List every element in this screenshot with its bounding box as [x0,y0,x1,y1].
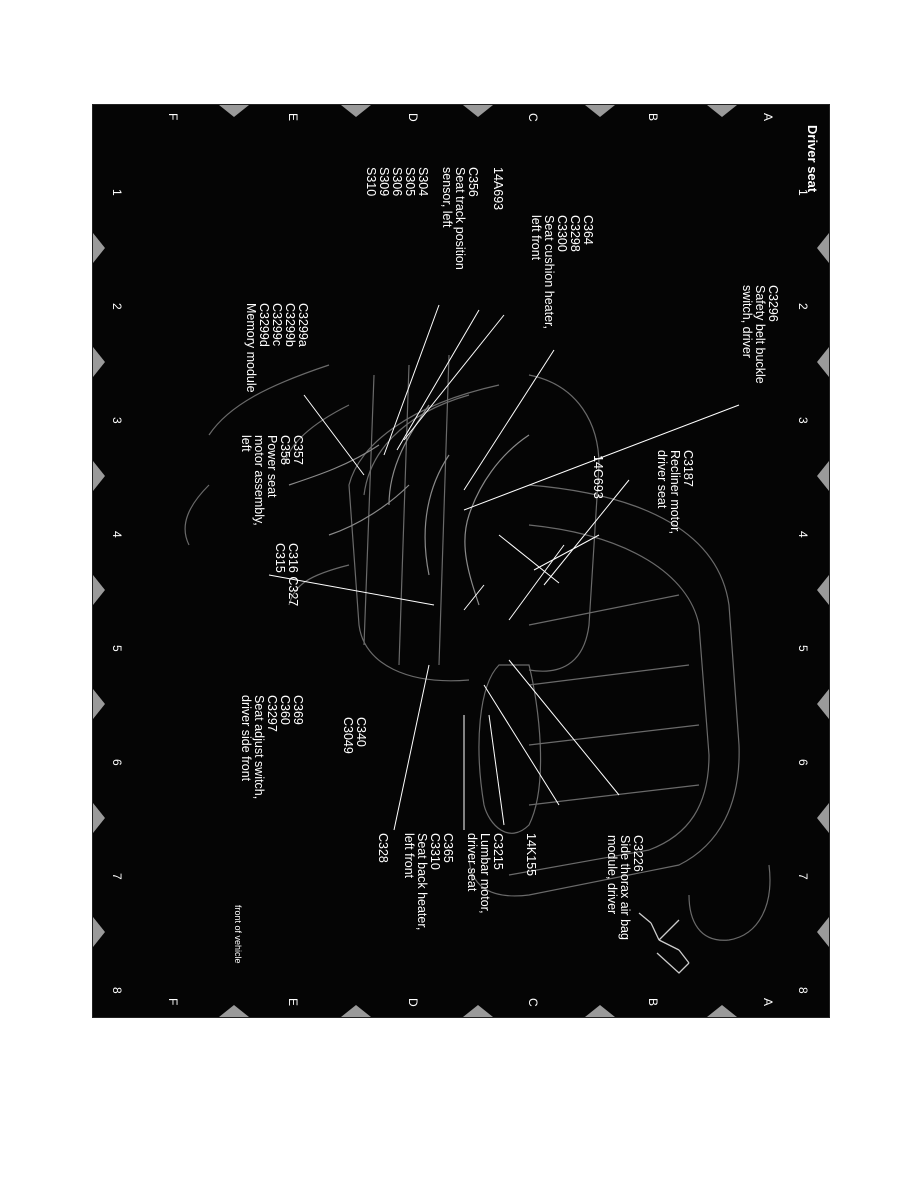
grid-col-top-5: 5 [796,645,810,652]
grid-col-bottom-1: 1 [110,189,124,196]
leader-lines [268,304,740,831]
grid-col-top-4: 4 [796,531,810,538]
grid-row-left-d: D [406,113,420,122]
diagram-frame: Driver seat 1 2 3 4 5 6 7 8 1 2 3 4 5 6 … [92,104,830,1018]
grid-col-bottom-4: 4 [110,531,124,538]
rotated-diagram: Driver seat 1 2 3 4 5 6 7 8 1 2 3 4 5 6 … [93,105,829,1017]
grid-row-left-a: A [761,113,775,122]
callout-14a693: 14A693 [491,167,505,211]
grid-col-bottom-2: 2 [110,303,124,310]
grid-col-top-8: 8 [796,987,810,994]
grid-row-right-b: B [646,998,660,1007]
grid-col-top-3: 3 [796,417,810,424]
grid-col-top-7: 7 [796,873,810,880]
grid-row-left-e: E [286,113,300,122]
grid-col-bottom-5: 5 [110,645,124,652]
seat-drawing [93,105,829,1017]
grid-col-top-1: 1 [796,189,810,196]
grid-row-right-f: F [166,998,180,1006]
grid-row-right-c: C [526,998,540,1007]
grid-row-right-d: D [406,998,420,1007]
grid-col-top-6: 6 [796,759,810,766]
callout-14k155: 14K155 [524,833,538,877]
callout-14c693: 14C693 [591,455,605,499]
grid-col-bottom-3: 3 [110,417,124,424]
grid-row-left-c: C [526,113,540,122]
grid-col-top-2: 2 [796,303,810,310]
grid-row-left-b: B [646,113,660,122]
page-title: Driver seat [805,125,820,193]
grid-row-left-f: F [166,113,180,121]
grid-row-right-e: E [286,998,300,1007]
border-markers [93,105,829,1017]
front-arrow-icon [638,912,690,974]
grid-col-bottom-6: 6 [110,759,124,766]
callout-c328: C328 [376,833,390,863]
grid-row-right-a: A [761,998,775,1007]
grid-col-bottom-8: 8 [110,987,124,994]
front-of-vehicle-label: front of vehicle [233,905,243,964]
seat-outline [184,354,771,941]
grid-col-bottom-7: 7 [110,873,124,880]
